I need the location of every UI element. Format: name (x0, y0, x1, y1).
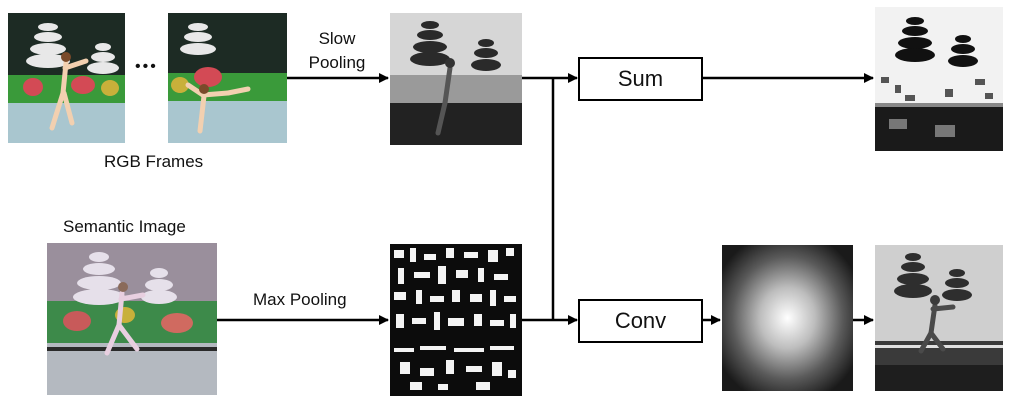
max-pooling-label: Max Pooling (253, 290, 347, 309)
sum-output-image (875, 7, 1003, 151)
sum-box: Sum (578, 57, 703, 101)
conv-kernel-image (722, 245, 853, 391)
max-pooled-image (390, 244, 522, 396)
slow-pooling-label: Slow Pooling (304, 27, 370, 75)
rgb-frames-caption: RGB Frames (104, 152, 204, 171)
semantic-image (47, 243, 217, 395)
ellipsis: ••• (135, 58, 158, 75)
semantic-image-caption: Semantic Image (63, 217, 186, 236)
slow-pooling-line2: Pooling (308, 53, 366, 72)
rgb-frame-first (8, 13, 125, 143)
slow-pooling-line1: Slow (318, 29, 356, 48)
conv-box: Conv (578, 299, 703, 343)
conv-output-image (875, 245, 1003, 391)
slow-pooled-image (390, 13, 522, 145)
rgb-frame-last (168, 13, 287, 143)
